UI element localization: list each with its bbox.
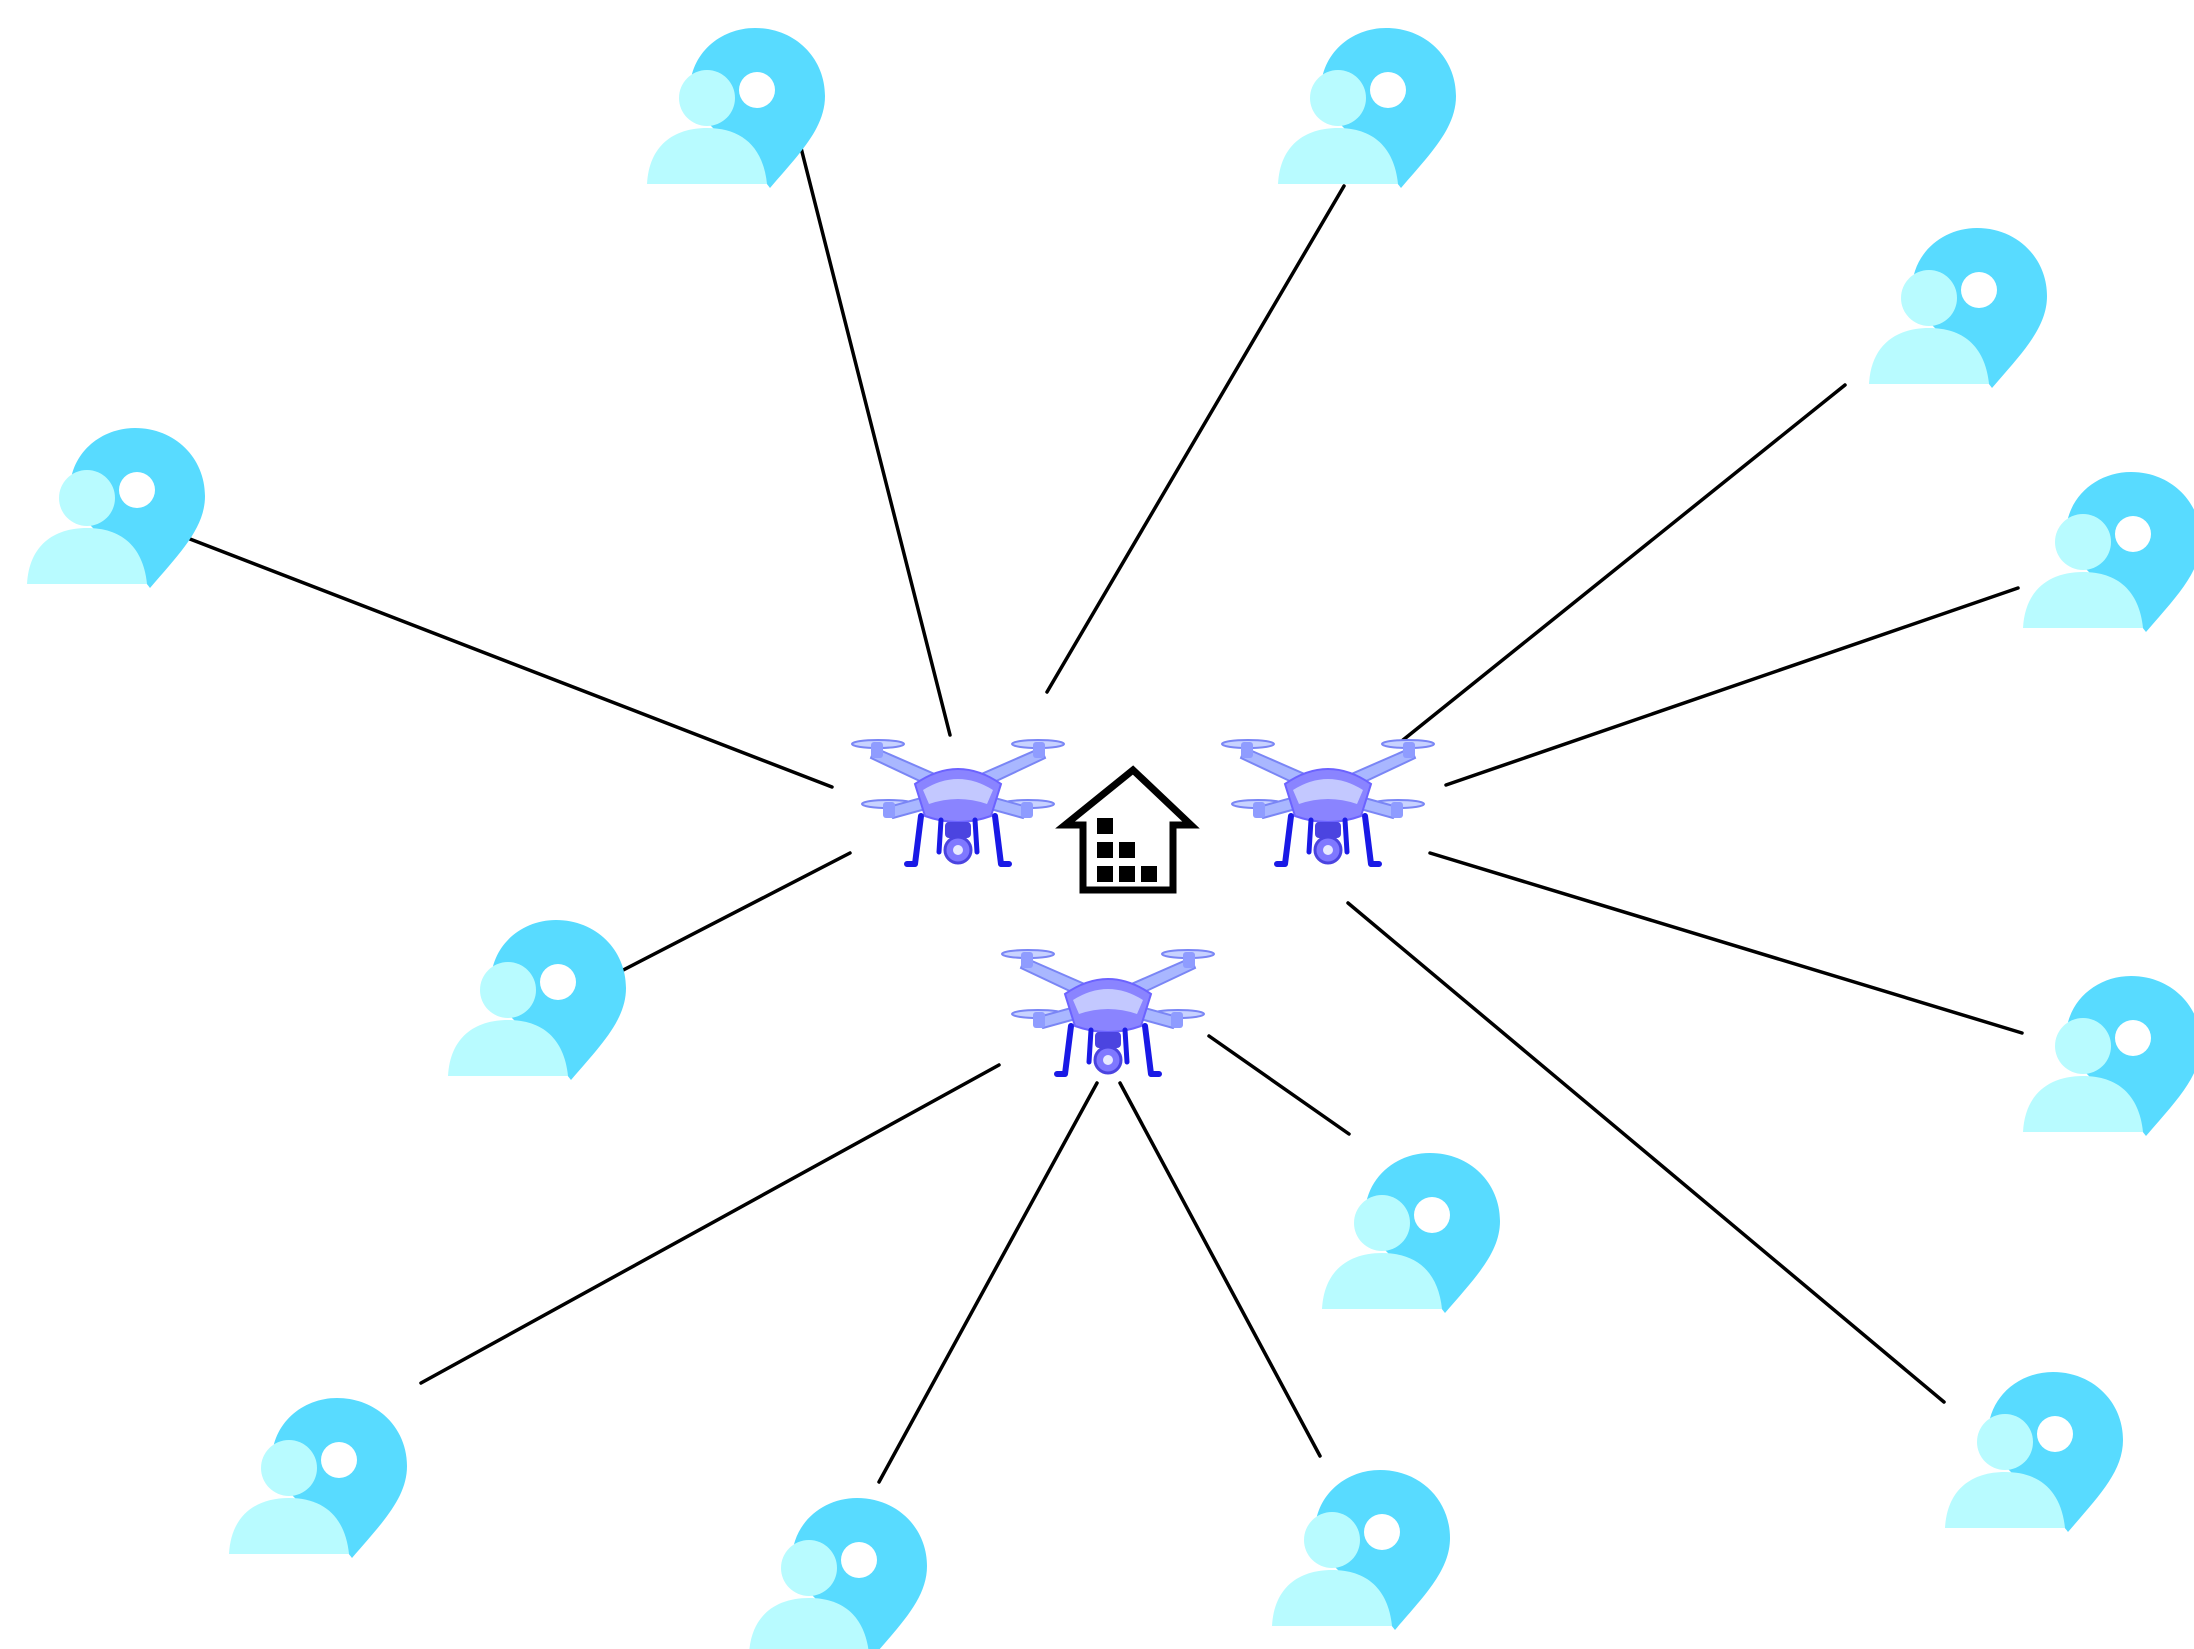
user-location-icon xyxy=(1272,1470,1450,1630)
user-location-icon xyxy=(1278,28,1456,188)
user-location-icon xyxy=(647,28,825,188)
user-location-icon xyxy=(1322,1153,1500,1313)
drone-icon xyxy=(1222,740,1434,864)
link-drone-bottom-user-bottom-center-left xyxy=(877,1081,1099,1484)
link-drone-bottom-user-bottom-center-right xyxy=(1118,1081,1322,1458)
link-drone-bottom-user-center-right xyxy=(1207,1034,1351,1136)
link-drone-right-user-right xyxy=(1444,586,2020,787)
link-drone-left-user-mid-left xyxy=(598,851,852,984)
link-drone-right-user-upper-right xyxy=(1401,383,1847,742)
link-drone-right-user-lower-right xyxy=(1428,851,2024,1035)
user-location-icon xyxy=(1869,228,2047,388)
warehouse-icon xyxy=(1065,770,1191,890)
drone-icon xyxy=(852,740,1064,864)
drone-icon xyxy=(1002,950,1214,1074)
user-location-icon xyxy=(2023,976,2194,1136)
link-drone-bottom-user-bottom-left xyxy=(419,1063,1001,1385)
user-location-icon xyxy=(749,1498,927,1649)
link-drone-right-user-bottom-right xyxy=(1346,901,1946,1404)
user-location-icon xyxy=(1945,1372,2123,1532)
user-location-icon xyxy=(27,428,205,588)
link-drone-left-user-top-left xyxy=(796,134,952,737)
link-drone-left-user-top-right xyxy=(1045,184,1346,694)
link-drone-left-user-left xyxy=(175,532,834,789)
user-location-icon xyxy=(448,920,626,1080)
user-location-icon xyxy=(229,1398,407,1558)
user-location-icon xyxy=(2023,472,2194,632)
